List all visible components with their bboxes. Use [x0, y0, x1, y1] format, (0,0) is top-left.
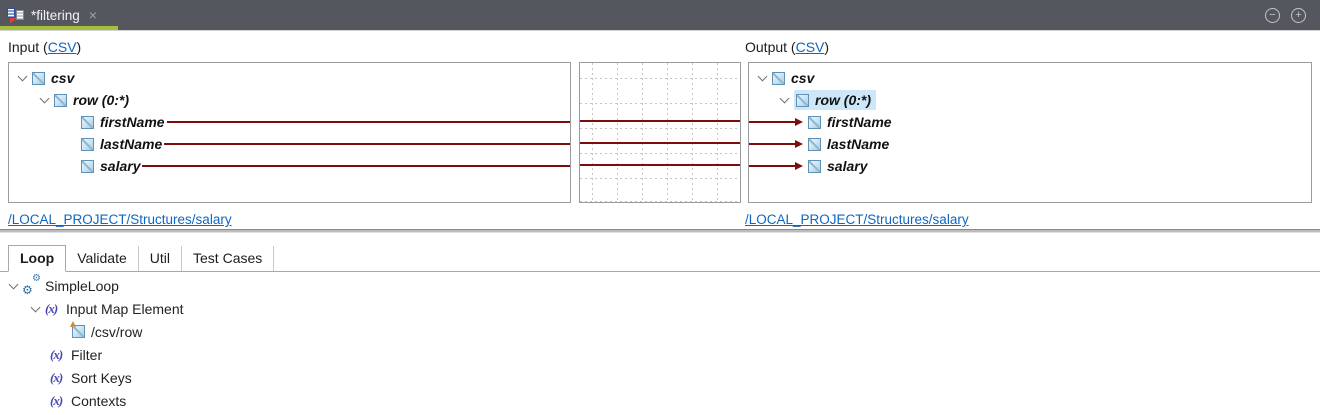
output-csv-link[interactable]: CSV	[795, 39, 825, 55]
input-node-row[interactable]: row (0:*)	[9, 89, 570, 111]
element-icon	[772, 71, 785, 85]
tree-item-label: Sort Keys	[71, 369, 132, 386]
mapper-editor: Input (CSV) Output (CSV) csv row (0:*) f…	[0, 31, 1320, 414]
loop-tree: ⚙⚙ SimpleLoop Input Map Element /csv/row…	[0, 272, 1320, 412]
output-node-lastname[interactable]: lastName	[749, 133, 1311, 155]
input-node-salary[interactable]: salary	[9, 155, 570, 177]
tab-validate[interactable]: Validate	[66, 246, 139, 271]
input-structure-panel: csv row (0:*) firstName lastName salary	[8, 62, 571, 203]
chevron-down-icon[interactable]	[8, 279, 19, 289]
input-node-label: salary	[100, 158, 141, 174]
input-csv-link[interactable]: CSV	[47, 39, 77, 55]
mapping-line	[164, 143, 570, 145]
element-icon	[81, 115, 94, 129]
function-icon	[50, 370, 67, 386]
input-header-prefix: Input (	[8, 39, 48, 55]
tree-item-label: Input Map Element	[66, 300, 184, 317]
chevron-down-icon[interactable]	[757, 71, 768, 82]
element-ref-icon	[70, 321, 85, 338]
output-node-label: csv	[791, 70, 815, 86]
input-node-label: firstName	[100, 114, 165, 130]
output-node-row-selected[interactable]: row (0:*)	[749, 89, 1311, 111]
output-structure-link[interactable]: /LOCAL_PROJECT/Structures/salary	[745, 212, 969, 227]
element-icon	[32, 71, 45, 85]
input-header-suffix: )	[76, 39, 82, 55]
element-icon	[81, 159, 94, 173]
output-node-csv[interactable]: csv	[749, 67, 1311, 89]
output-node-salary[interactable]: salary	[749, 155, 1311, 177]
tree-item-filter[interactable]: Filter	[0, 343, 1320, 366]
selected-node-highlight: row (0:*)	[794, 90, 876, 110]
output-header-prefix: Output (	[745, 39, 796, 55]
mapping-line	[580, 142, 740, 144]
element-icon	[81, 137, 94, 151]
output-header-suffix: )	[824, 39, 830, 55]
chevron-down-icon[interactable]	[30, 302, 41, 312]
tree-item-simpleloop[interactable]: ⚙⚙ SimpleLoop	[0, 272, 1320, 297]
mapping-line	[749, 143, 795, 145]
tab-test-cases[interactable]: Test Cases	[182, 246, 275, 271]
editor-tab-bar: *filtering × − +	[0, 0, 1320, 31]
function-icon	[50, 347, 67, 363]
chevron-down-icon[interactable]	[39, 93, 50, 104]
element-icon	[808, 137, 821, 151]
input-node-lastname[interactable]: lastName	[9, 133, 570, 155]
element-icon	[796, 93, 809, 107]
output-node-label: firstName	[827, 114, 892, 130]
function-icon	[50, 393, 67, 409]
mapping-arrow-icon	[795, 140, 803, 148]
editor-tab-filtering[interactable]: *filtering ×	[0, 0, 118, 30]
bottom-tab-bar: Loop Validate Util Test Cases	[0, 243, 1320, 272]
horizontal-sash[interactable]	[0, 229, 1320, 233]
input-node-label: lastName	[100, 136, 163, 152]
element-icon	[54, 93, 67, 107]
mapping-line	[580, 120, 740, 122]
chevron-down-icon[interactable]	[779, 93, 790, 104]
output-node-label: row (0:*)	[815, 92, 871, 108]
mapping-line	[580, 164, 740, 166]
tree-item-label: SimpleLoop	[45, 277, 119, 294]
input-node-label: csv	[51, 70, 75, 86]
tab-loop[interactable]: Loop	[8, 245, 67, 272]
gears-icon: ⚙⚙	[22, 272, 41, 297]
input-structure-link[interactable]: /LOCAL_PROJECT/Structures/salary	[8, 212, 232, 227]
output-node-label: lastName	[827, 136, 890, 152]
mapping-canvas[interactable]	[579, 62, 741, 203]
output-node-firstname[interactable]: firstName	[749, 111, 1311, 133]
minimize-icon[interactable]: −	[1265, 7, 1280, 23]
chevron-down-icon[interactable]	[17, 71, 28, 82]
tree-item-sort-keys[interactable]: Sort Keys	[0, 366, 1320, 389]
close-icon[interactable]: ×	[88, 7, 97, 23]
function-icon	[45, 301, 62, 317]
tree-item-contexts[interactable]: Contexts	[0, 389, 1320, 412]
mapper-icon	[7, 7, 24, 24]
mapping-arrow-icon	[795, 118, 803, 126]
input-node-label: row (0:*)	[73, 92, 129, 108]
editor-tab-title: *filtering	[31, 7, 80, 23]
element-icon	[808, 115, 821, 129]
tree-item-input-map-element[interactable]: Input Map Element	[0, 297, 1320, 320]
output-header: Output (CSV)	[745, 39, 829, 55]
output-node-label: salary	[827, 158, 868, 174]
input-node-csv[interactable]: csv	[9, 67, 570, 89]
mapping-arrow-icon	[795, 162, 803, 170]
element-icon	[808, 159, 821, 173]
mapping-line	[166, 121, 570, 123]
grid-pattern	[580, 63, 740, 202]
output-structure-panel: csv row (0:*) firstName lastName salary	[748, 62, 1312, 203]
mapping-line	[142, 165, 570, 167]
mapping-line	[749, 165, 795, 167]
tree-item-label: /csv/row	[91, 323, 143, 340]
tab-util[interactable]: Util	[139, 246, 183, 271]
input-header: Input (CSV)	[8, 39, 81, 55]
mapping-line	[749, 121, 795, 123]
maximize-icon[interactable]: +	[1291, 7, 1306, 23]
input-node-firstname[interactable]: firstName	[9, 111, 570, 133]
tree-item-label: Filter	[71, 346, 103, 363]
view-controls: − +	[1265, 0, 1320, 30]
tree-item-csv-row[interactable]: /csv/row	[0, 320, 1320, 343]
tree-item-label: Contexts	[71, 392, 127, 409]
